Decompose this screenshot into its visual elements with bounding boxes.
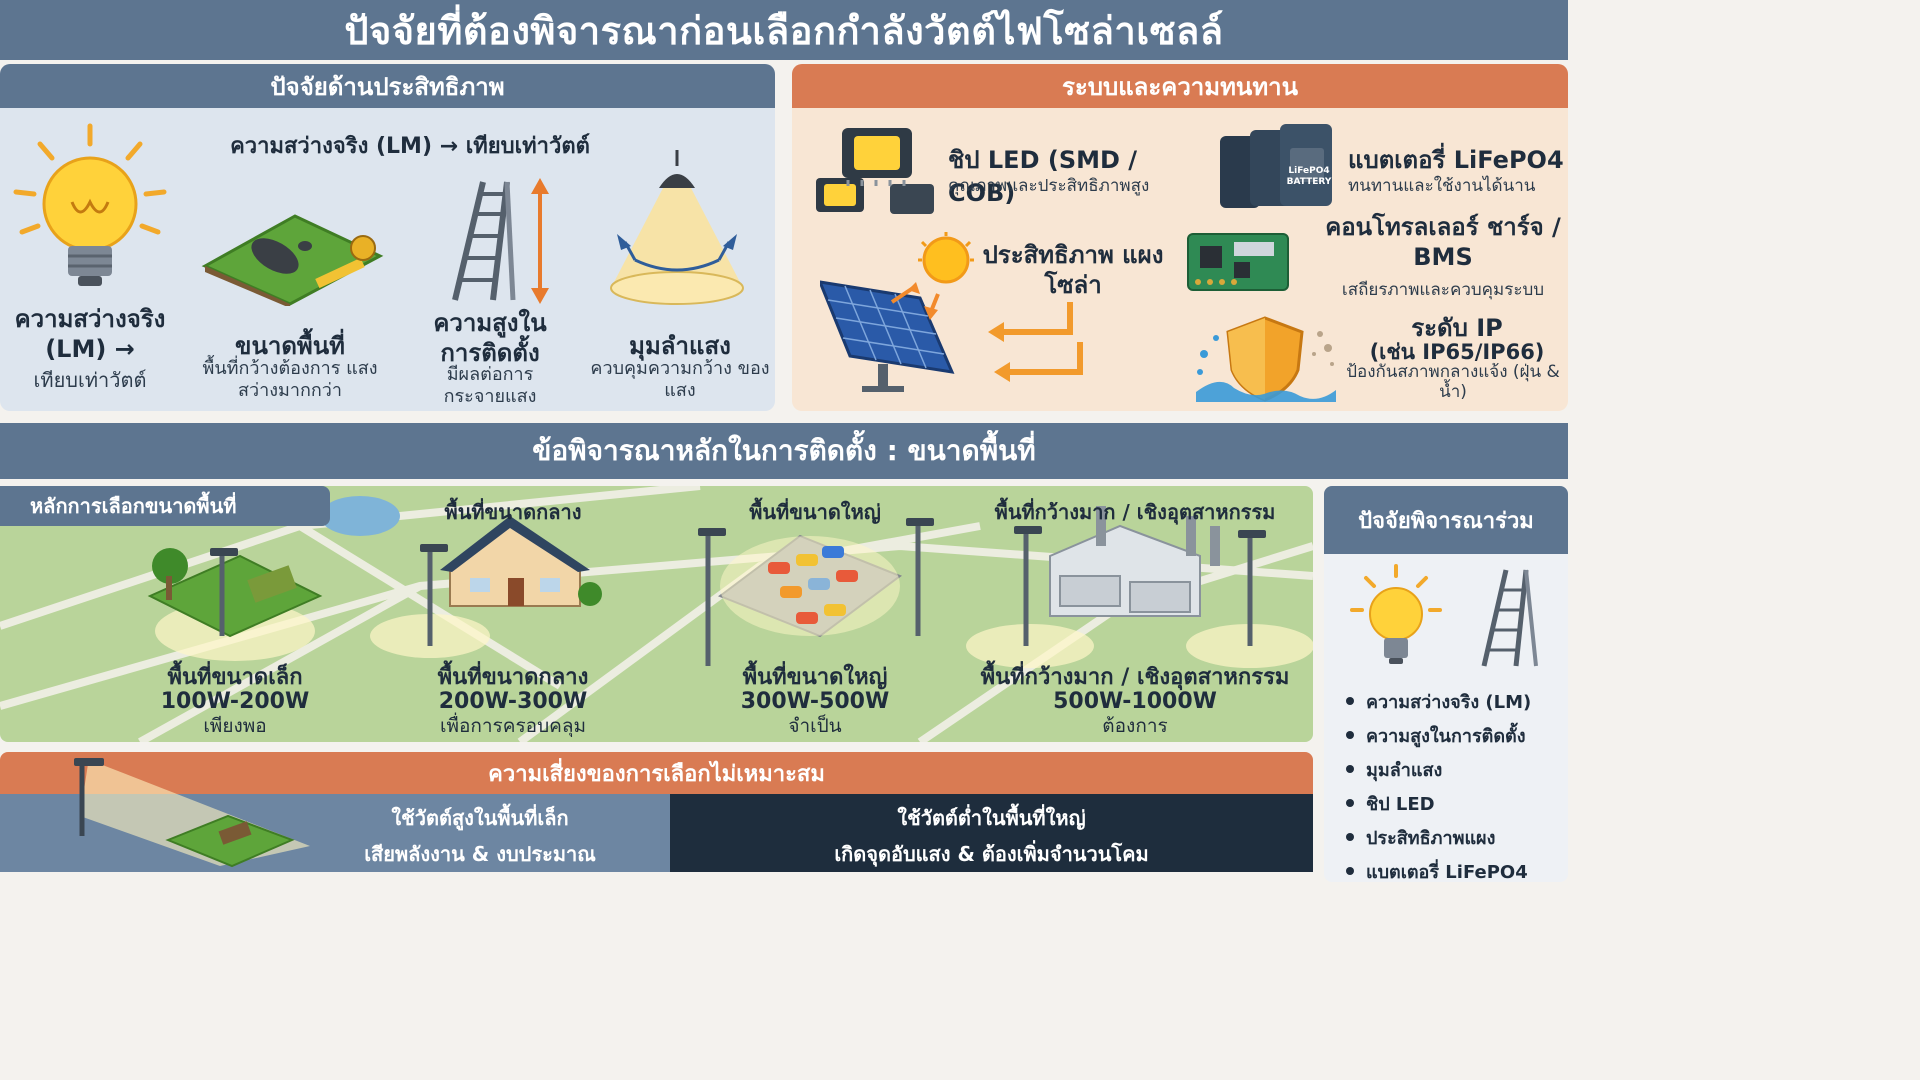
ladder-icon — [452, 178, 549, 304]
led-desc: คุณภาพและประสิทธิภาพสูง — [948, 176, 1150, 196]
item-desc-area: พื้นที่กว้างต้องการ แสงสว่างมากกว่า — [202, 358, 378, 401]
zone-small-name: พื้นที่ขนาดเล็ก — [167, 665, 303, 690]
zone-industrial: พื้นที่กว้างมาก / เชิงอุตสาหกรรม 500W-10… — [960, 666, 1310, 738]
area-selection-tag: หลักการเลือกขนาดพื้นที่ — [0, 486, 330, 526]
risk-header: ความเสี่ยงของการเลือกไม่เหมาะสม — [0, 752, 1313, 794]
zone-large-watt: 300W-500W — [740, 689, 890, 714]
controller-title: คอนโทรลเลอร์ ชาร์จ / BMS — [1325, 213, 1561, 271]
list-item: แบตเตอรี่ LiFePO4 — [1346, 854, 1531, 882]
controller-board-icon — [1187, 233, 1289, 291]
system-panel: ระบบและความทนทาน ชิป LED (SMD / COB) คุณ… — [792, 64, 1568, 411]
zone-small-note: เพียงพอ — [203, 715, 267, 737]
item-title-height: ความสูงในการติดตั้ง — [433, 309, 547, 367]
list-item: ความสูงในการติดตั้ง — [1346, 718, 1531, 752]
ladder-icon — [1481, 569, 1538, 667]
efficiency-header: ปัจจัยด้านประสิทธิภาพ — [0, 64, 775, 108]
zone-large-name: พื้นที่ขนาดใหญ่ — [742, 665, 888, 690]
page-title: ปัจจัยที่ต้องพิจารณาก่อนเลือกกำลังวัตต์ไ… — [344, 8, 1224, 53]
joint-header: ปัจจัยพิจารณาร่วม — [1324, 486, 1568, 554]
ip-title: ระดับ IP — [1411, 314, 1503, 342]
installation-header-bar: ข้อพิจารณาหลักในการติดตั้ง : ขนาดพื้นที่ — [0, 423, 1568, 479]
ip-desc: ป้องกันสภาพกลางแจ้ง (ฝุ่น & น้ำ) — [1346, 362, 1560, 402]
risk-right-panel: ใช้วัตต์ต่ำในพื้นที่ใหญ่ เกิดจุดอับแสง &… — [670, 794, 1313, 872]
item-desc-lumen: เทียบเท่าวัตต์ — [33, 368, 147, 392]
zone-small-watt: 100W-200W — [160, 689, 310, 714]
ip-sub: (เช่น IP65/IP66) — [1369, 340, 1545, 364]
efficiency-subtitle: ความสว่างจริง (LM) → เทียบเท่าวัตต์ — [230, 134, 590, 159]
shield-icon — [1196, 316, 1336, 402]
risk-left-line1: ใช้วัตต์สูงในพื้นที่เล็ก — [391, 806, 569, 830]
item-desc-height: มีผลต่อการ กระจายแสง — [443, 364, 537, 407]
zone-medium-name: พื้นที่ขนาดกลาง — [437, 665, 589, 690]
battery-title: แบตเตอรี่ LiFePO4 — [1348, 146, 1564, 174]
item-title-lumen: ความสว่างจริง (LM) → — [14, 305, 166, 363]
item-desc-beam: ควบคุมความกว้าง ของแสง — [590, 358, 770, 401]
risk-right-line2: เกิดจุดอับแสง & ต้องเพิ่มจำนวนโคม — [834, 842, 1149, 866]
efficiency-panel: ปัจจัยด้านประสิทธิภาพ ความสว่างจริง (LM)… — [0, 64, 775, 411]
zone-industrial-name: พื้นที่กว้างมาก / เชิงอุตสาหกรรม — [980, 665, 1290, 690]
beam-angle-icon — [610, 150, 744, 305]
list-item: ความสว่างจริง (LM) — [1346, 684, 1531, 718]
battery-desc: ทนทานและใช้งานได้นาน — [1348, 176, 1536, 196]
zone-industrial-watt: 500W-1000W — [1053, 689, 1217, 714]
solar-title: ประสิทธิภาพ แผงโซล่า — [982, 241, 1164, 299]
title-bar: ปัจจัยที่ต้องพิจารณาก่อนเลือกกำลังวัตต์ไ… — [0, 0, 1568, 60]
controller-desc: เสถียรภาพและควบคุมระบบ — [1341, 280, 1545, 300]
zone-medium-top: พื้นที่ขนาดกลาง — [444, 500, 582, 524]
risk-left-panel: ใช้วัตต์สูงในพื้นที่เล็ก เสียพลังงาน & ง… — [0, 758, 670, 872]
map-roads — [0, 486, 1313, 742]
joint-factors-panel: ปัจจัยพิจารณาร่วม ความสว่างจริง (LM) ควา… — [1324, 486, 1568, 882]
battery-icon — [1220, 124, 1332, 208]
zone-small: พื้นที่ขนาดเล็ก 100W-200W เพียงพอ — [0, 666, 470, 738]
grass-area-icon — [201, 214, 384, 306]
street-lamp-icon — [74, 758, 310, 868]
item-title-area: ขนาดพื้นที่ — [235, 332, 345, 360]
led-title: ชิป LED (SMD / COB) — [948, 146, 1138, 207]
zone-industrial-top: พื้นที่กว้างมาก / เชิงอุตสาหกรรม — [994, 500, 1276, 524]
zone-large-note: จำเป็น — [788, 715, 842, 737]
joint-factor-list: ความสว่างจริง (LM) ความสูงในการติดตั้ง ม… — [1346, 684, 1531, 882]
zone-medium: พื้นที่ขนาดกลาง 200W-300W เพื่อการครอบคล… — [413, 666, 613, 738]
list-item: ประสิทธิภาพแผง — [1346, 820, 1531, 854]
lightbulb-icon — [1350, 564, 1442, 664]
led-chip-icon — [816, 128, 934, 214]
zone-industrial-note: ต้องการ — [1102, 715, 1168, 737]
solar-panel-icon — [820, 232, 1083, 392]
item-title-beam: มุมลำแสง — [629, 332, 731, 360]
zone-medium-watt: 200W-300W — [438, 689, 588, 714]
battery-label: LiFePO4 BATTERY — [1286, 166, 1332, 187]
risk-right-line1: ใช้วัตต์ต่ำในพื้นที่ใหญ่ — [897, 806, 1086, 830]
system-header: ระบบและความทนทาน — [792, 64, 1568, 108]
list-item: มุมลำแสง — [1346, 752, 1531, 786]
zone-large-top: พื้นที่ขนาดใหญ่ — [749, 500, 881, 524]
zone-large: พื้นที่ขนาดใหญ่ 300W-500W จำเป็น — [715, 666, 915, 738]
zone-medium-note: เพื่อการครอบคลุม — [439, 715, 587, 737]
risk-left-line2: เสียพลังงาน & งบประมาณ — [364, 842, 596, 866]
area-zones-map: พื้นที่ขนาดเล็ก 100W-200W เพียงพอ พื้นที… — [0, 486, 1313, 742]
lightbulb-icon — [13, 123, 167, 286]
list-item: ชิป LED — [1346, 786, 1531, 820]
installation-header: ข้อพิจารณาหลักในการติดตั้ง : ขนาดพื้นที่ — [532, 434, 1036, 467]
